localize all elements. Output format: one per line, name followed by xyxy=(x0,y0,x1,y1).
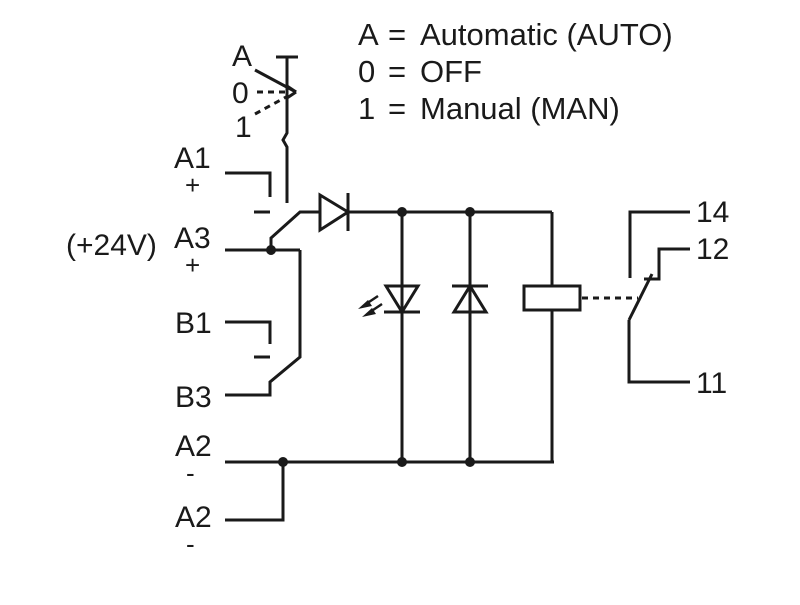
contact-a-switch-blade xyxy=(269,210,320,250)
terminal-a3-label: A3 xyxy=(174,222,211,255)
switch-pos-1: 1 xyxy=(235,111,252,144)
diode-triangle xyxy=(318,192,351,233)
coil-rect xyxy=(522,284,582,312)
input-b1-b3: B1 B3 xyxy=(175,250,302,414)
legend: A = Automatic (AUTO) 0 = OFF 1 = Manual … xyxy=(358,17,673,126)
contact-11-label: 11 xyxy=(696,367,727,400)
freewheel-diode xyxy=(451,212,489,462)
contact-blade xyxy=(627,273,654,321)
changeover-contact: 14 12 11 xyxy=(627,196,729,400)
series-diode xyxy=(318,192,552,233)
junction-bottom-led xyxy=(397,457,407,467)
legend-text-auto: Automatic (AUTO) xyxy=(420,17,673,52)
contact-b-switch-blade xyxy=(225,250,302,397)
legend-eq-auto: = xyxy=(388,17,406,52)
legend-text-man: Manual (MAN) xyxy=(420,91,620,126)
terminal-a1-polarity: + xyxy=(185,170,200,200)
terminal-a2-bottom-polarity: - xyxy=(186,529,195,559)
junction-bottom-diode xyxy=(465,457,475,467)
terminal-a2-bottom-label: A2 xyxy=(175,501,212,534)
terminal-a2-top-polarity: - xyxy=(186,458,195,488)
switch-pos-a: A xyxy=(232,40,252,73)
terminal-b1-label: B1 xyxy=(175,307,212,340)
led-branch xyxy=(358,212,421,462)
legend-eq-man: = xyxy=(388,91,406,126)
freewheel-triangle xyxy=(451,283,489,314)
switch-shaft xyxy=(281,57,289,203)
legend-text-off: OFF xyxy=(420,54,482,89)
input-a1-a3: A1 + (+24V) A3 + xyxy=(66,142,320,280)
contact-12-label: 12 xyxy=(696,233,729,266)
legend-key-auto: A xyxy=(358,17,379,52)
terminal-a1-label: A1 xyxy=(174,142,211,175)
supply-label: (+24V) xyxy=(66,229,157,262)
terminal-b3-label: B3 xyxy=(175,381,212,414)
contact-14-wire xyxy=(628,210,690,278)
wire-a2-bottom xyxy=(225,462,285,522)
led-triangle xyxy=(383,284,421,315)
contact-14-label: 14 xyxy=(696,196,729,229)
contact-11-wire xyxy=(627,320,690,384)
terminal-a2-top-label: A2 xyxy=(175,430,212,463)
relay-coil xyxy=(522,212,638,462)
legend-key-off: 0 xyxy=(358,54,375,89)
return-a2: A2 - A2 - xyxy=(175,430,554,559)
switch-pos-0: 0 xyxy=(232,77,249,110)
wire-b1 xyxy=(225,320,272,344)
legend-eq-off: = xyxy=(388,54,406,89)
terminal-a3-polarity: + xyxy=(185,250,200,280)
legend-key-man: 1 xyxy=(358,91,375,126)
wire-a1 xyxy=(225,171,272,197)
contact-12-wire xyxy=(644,247,690,281)
mode-selector-switch: A 0 1 xyxy=(232,40,298,203)
switch-lever-man xyxy=(254,94,289,116)
